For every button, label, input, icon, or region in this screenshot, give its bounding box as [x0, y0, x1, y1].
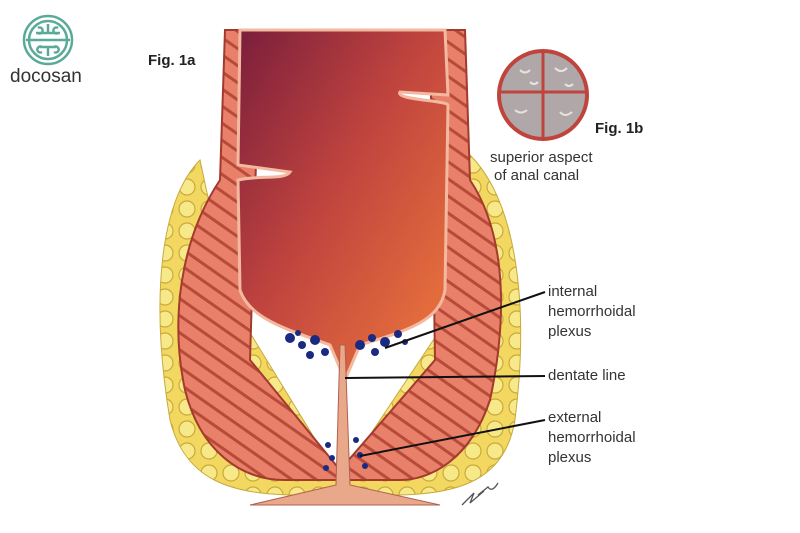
label-line: hemorrhoidal [548, 303, 636, 320]
label-line: external [548, 409, 602, 426]
label-external-hemorrhoidal-plexus: external hemorrhoidal plexus [548, 408, 636, 468]
internal-hemorrhoidal-plexus [285, 330, 408, 359]
fig-1b-label: Fig. 1b [595, 120, 644, 137]
label-line: plexus [548, 323, 592, 340]
leader-lines [344, 291, 546, 457]
logo-text: docosan [10, 66, 82, 87]
label-line: internal [548, 283, 598, 300]
external-hemorrhoidal-plexus [323, 437, 368, 471]
label-dentate-line: dentate line [548, 367, 626, 384]
fig-1b-caption-line2: of anal canal [494, 167, 580, 184]
fig-1b-cross-section [497, 49, 589, 141]
anal-canal [249, 344, 441, 506]
label-line: hemorrhoidal [548, 429, 636, 446]
label-line: plexus [548, 449, 592, 466]
fig-1a-label: Fig. 1a [148, 52, 196, 69]
label-internal-hemorrhoidal-plexus: internal hemorrhoidal plexus [548, 282, 636, 342]
fig-1b-caption-line1: superior aspect [490, 149, 593, 166]
rectal-lumen [236, 28, 450, 384]
artist-signature [461, 482, 499, 506]
docosan-logo-icon [22, 14, 74, 66]
